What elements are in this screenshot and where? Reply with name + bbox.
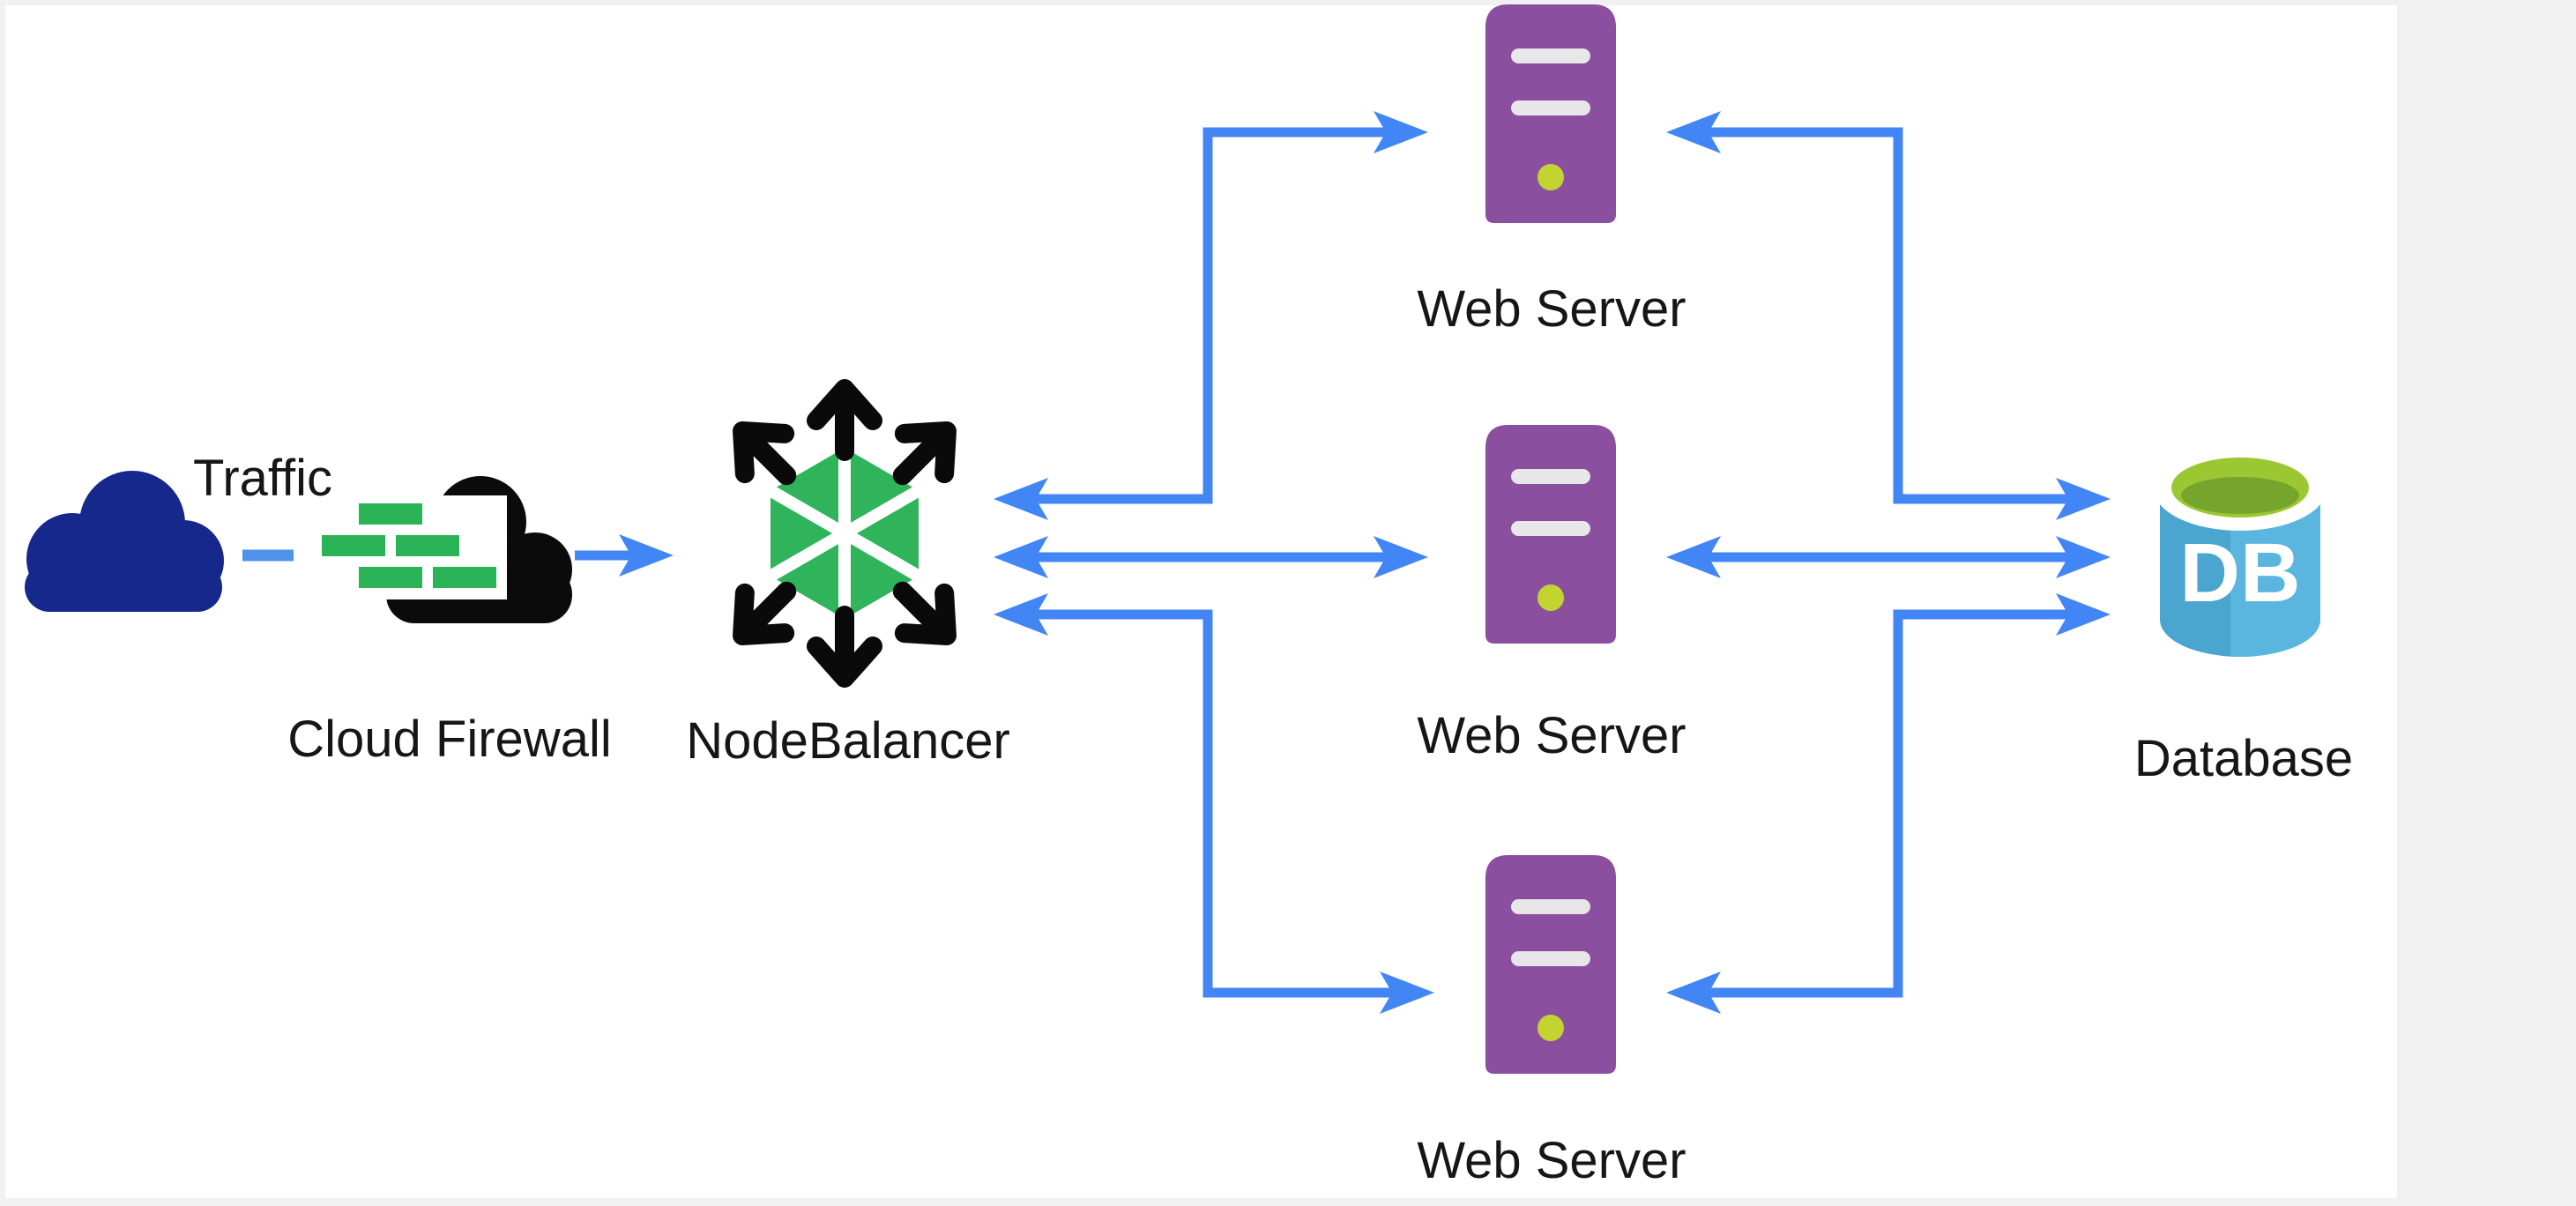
cloud-firewall-label: Cloud Firewall bbox=[287, 711, 612, 768]
cloud-icon bbox=[25, 471, 224, 612]
firewall-bricks bbox=[316, 498, 502, 593]
server-icon-middle bbox=[1485, 425, 1616, 644]
database-label: Database bbox=[2133, 730, 2354, 787]
database-icon-text: DB bbox=[2179, 526, 2300, 620]
edge-webserver-bottom-database bbox=[1666, 593, 2111, 1014]
traffic-label: Traffic bbox=[193, 450, 332, 507]
web-server-middle-label: Web Server bbox=[1417, 707, 1686, 764]
server-icon-bottom bbox=[1485, 855, 1616, 1074]
edge-nodebalancer-webserver-middle bbox=[994, 536, 1428, 578]
diagram-panel bbox=[5, 5, 2397, 1198]
nodebalancer-icon bbox=[733, 379, 957, 688]
database-icon: DB bbox=[2155, 450, 2326, 657]
nodebalancer-label: NodeBalancer bbox=[686, 712, 1010, 770]
edge-webserver-top-database bbox=[1666, 111, 2111, 520]
web-server-top-label: Web Server bbox=[1417, 280, 1686, 338]
edge-firewall-nodebalancer bbox=[575, 534, 674, 577]
firewall-icon bbox=[313, 476, 572, 623]
web-server-bottom-label: Web Server bbox=[1417, 1132, 1686, 1189]
edge-webserver-middle-database bbox=[1666, 536, 2111, 578]
nodebalancer-arrows bbox=[733, 379, 957, 688]
edge-nodebalancer-webserver-top bbox=[994, 111, 1428, 520]
server-icon-top bbox=[1485, 4, 1616, 223]
edges bbox=[242, 111, 2111, 1014]
edge-nodebalancer-webserver-bottom bbox=[994, 593, 1434, 1014]
